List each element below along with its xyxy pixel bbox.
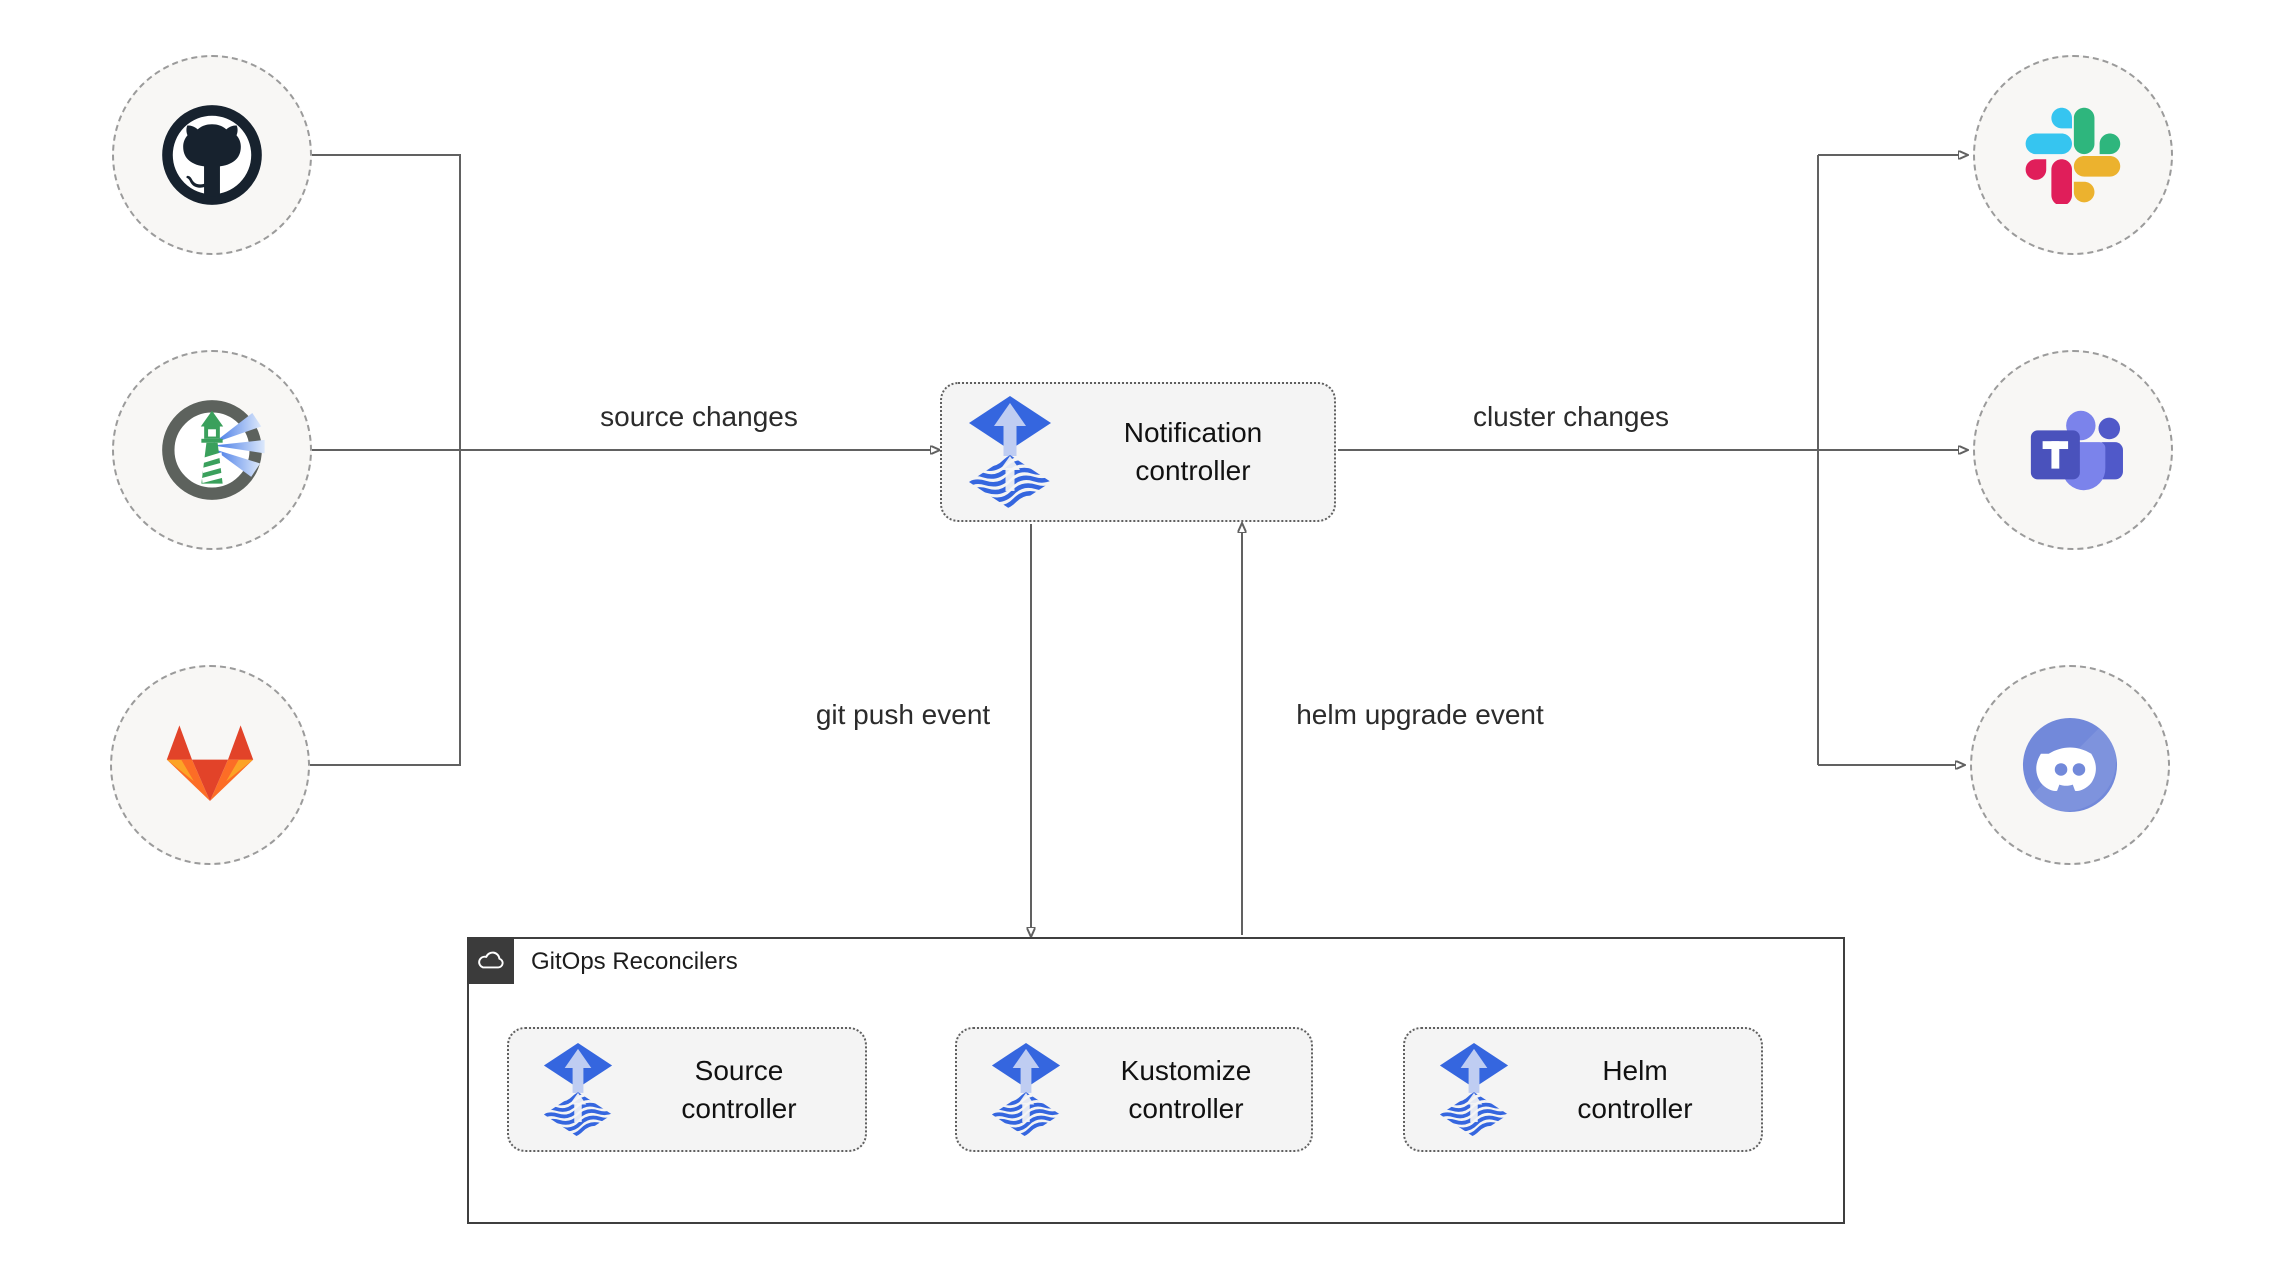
gitlab-node — [110, 665, 310, 865]
gitops-group-corner — [467, 937, 514, 984]
teams-icon — [2030, 410, 2123, 491]
harbor-icon — [162, 400, 265, 500]
edge-label-helm-upgrade-event: helm upgrade event — [1296, 699, 1544, 730]
gitops-reconcilers-group: GitOps Reconcilers Source controller Kus… — [467, 937, 1845, 1224]
helm-controller-node: Helm controller — [1403, 1027, 1763, 1152]
flux-icon — [968, 396, 1052, 509]
discord-icon — [2022, 717, 2118, 813]
kustomize-controller-node: Kustomize controller — [955, 1027, 1313, 1152]
github-icon — [162, 105, 262, 205]
source-controller-node: Source controller — [507, 1027, 867, 1152]
notification-controller-node: Notification controller — [940, 382, 1336, 522]
github-node — [112, 55, 312, 255]
gitops-group-title: GitOps Reconcilers — [531, 948, 738, 975]
cloud-icon — [477, 951, 504, 968]
source-controller-label: Source controller — [681, 1054, 797, 1124]
harbor-node — [112, 350, 312, 550]
notification-controller-label: Notification controller — [1123, 417, 1263, 486]
helm-controller-label: Helm controller — [1577, 1054, 1693, 1124]
slack-node — [1973, 55, 2173, 255]
edge-label-git-push-event: git push event — [815, 699, 991, 730]
teams-node — [1973, 350, 2173, 550]
slack-icon — [2025, 107, 2121, 204]
edge-label-source-changes: source changes — [600, 401, 798, 432]
gitlab-icon — [166, 725, 254, 801]
flux-icon — [543, 1043, 613, 1137]
discord-node — [1970, 665, 2170, 865]
edge-label-cluster-changes: cluster changes — [1472, 401, 1670, 432]
flux-icon — [991, 1043, 1061, 1137]
kustomize-controller-label: Kustomize controller — [1120, 1054, 1252, 1124]
flux-icon — [1439, 1043, 1509, 1137]
